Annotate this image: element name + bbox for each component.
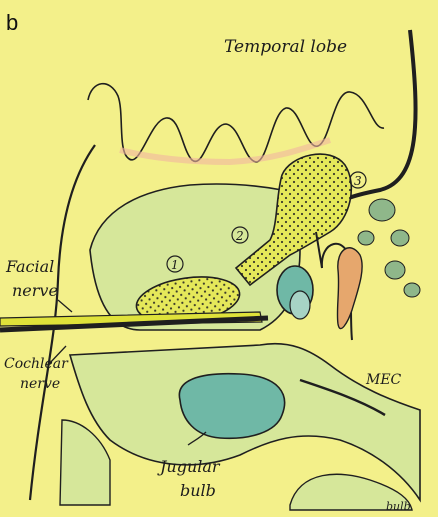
air-cell-2: [391, 230, 409, 246]
facial-nerve-label-line1: Facial: [5, 257, 54, 276]
teal-ossicle-inner: [290, 291, 310, 319]
svg-text:2: 2: [235, 229, 244, 243]
jugular-bulb-label-line1: Jugular: [157, 457, 221, 476]
air-cell-5: [404, 283, 420, 297]
svg-text:1: 1: [171, 258, 179, 272]
air-cell-3: [358, 231, 374, 245]
cochlear-nerve-label-line2: nerve: [20, 376, 60, 392]
bulb-corner-label: bulb: [386, 500, 411, 513]
air-cell-1: [369, 199, 395, 221]
facial-nerve-label-line2: nerve: [12, 281, 58, 300]
mec-label: MEC: [365, 372, 402, 388]
panel-label: b: [6, 10, 18, 36]
jugular-bulb: [179, 374, 284, 439]
cochlear-nerve-label-line1: Cochlear: [4, 356, 69, 372]
air-cell-4: [385, 261, 405, 279]
temporal-lobe-label: Temporal lobe: [224, 37, 347, 57]
svg-text:3: 3: [354, 174, 362, 188]
jugular-bulb-label-line2: bulb: [180, 481, 216, 500]
